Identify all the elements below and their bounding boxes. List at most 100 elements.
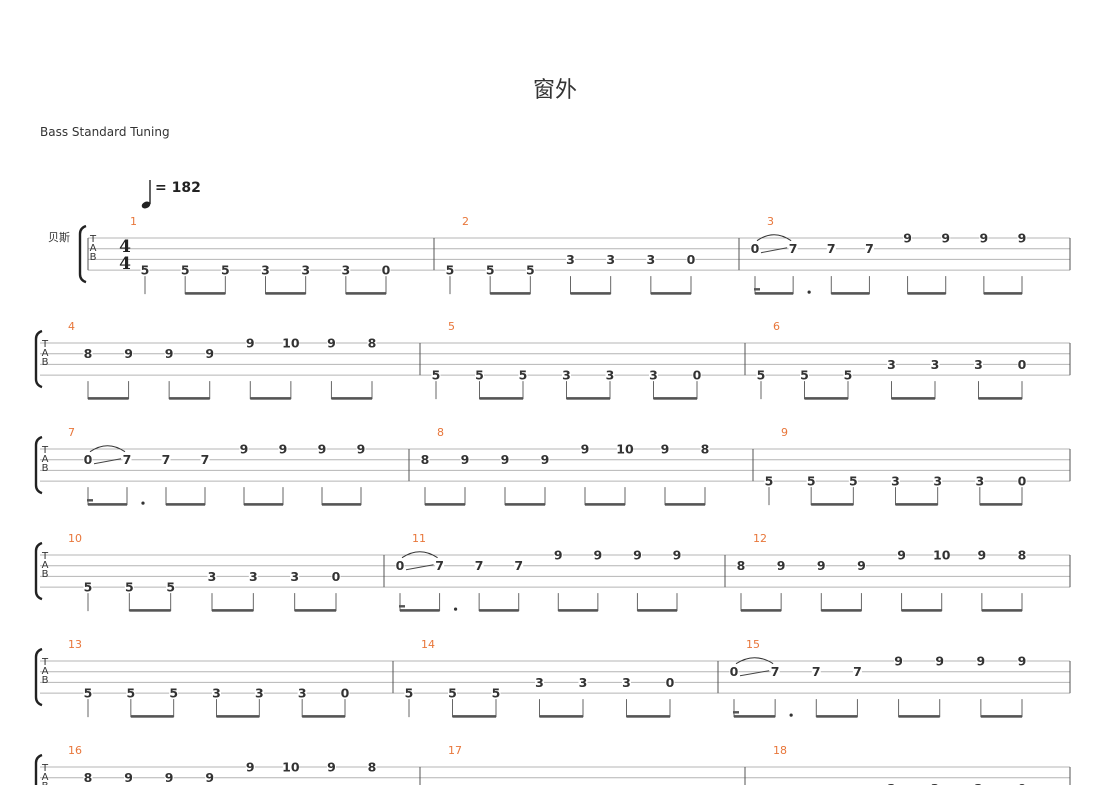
fret-knockout: [593, 549, 603, 561]
note-beam: [505, 503, 545, 506]
fret-number: 8: [84, 770, 93, 785]
fret-number: 9: [501, 452, 510, 467]
fret-number: 10: [933, 548, 951, 563]
fret-number: 3: [931, 781, 940, 785]
fret-number: 9: [246, 336, 255, 351]
fret-knockout: [124, 771, 134, 784]
fret-number: 5: [486, 263, 495, 278]
fret-number: 3: [255, 686, 264, 701]
note-beam: [650, 292, 691, 295]
dot-mark: [141, 501, 145, 505]
note-beam: [558, 609, 598, 612]
fret-knockout: [169, 687, 179, 700]
fret-knockout: [326, 337, 336, 349]
fret-knockout: [1017, 782, 1027, 785]
fret-knockout: [367, 761, 377, 773]
fret-knockout: [166, 581, 176, 594]
fret-number: 3: [562, 368, 571, 383]
fret-knockout: [788, 242, 798, 255]
fret-knockout: [205, 771, 215, 784]
fret-number: 7: [201, 452, 210, 467]
measure-number: 11: [412, 532, 426, 545]
fret-number: 9: [124, 346, 133, 361]
fret-number: 9: [857, 558, 866, 573]
fret-number: 9: [205, 770, 214, 785]
fret-knockout: [848, 475, 858, 488]
fret-knockout: [301, 264, 311, 277]
fret-knockout: [445, 264, 455, 277]
fret-number: 7: [827, 241, 836, 256]
fret-knockout: [974, 782, 983, 785]
fret-knockout: [124, 581, 134, 594]
note-beam: [901, 609, 942, 612]
fret-knockout: [1017, 549, 1027, 561]
fret-number: 3: [579, 675, 588, 690]
fret-number: 7: [789, 241, 798, 256]
fret-knockout: [729, 665, 739, 678]
fret-number: 9: [661, 442, 670, 457]
fret-number: 8: [421, 452, 430, 467]
fret-knockout: [660, 443, 670, 455]
fret-knockout: [756, 369, 766, 382]
note-beam: [898, 715, 940, 718]
measure-number: 16: [68, 744, 82, 757]
fret-number: 5: [800, 368, 809, 383]
fret-number: 0: [341, 686, 350, 701]
fret-number: 0: [332, 569, 341, 584]
slur-arc: [401, 551, 438, 559]
fret-number: 9: [594, 548, 603, 563]
note-beam: [665, 503, 705, 506]
system-bracket: [34, 647, 43, 707]
fret-knockout: [261, 264, 270, 277]
fret-knockout: [806, 475, 816, 488]
system-bracket: [34, 753, 43, 785]
fret-knockout: [776, 559, 786, 572]
dot-mark: [453, 607, 458, 611]
fret-knockout: [843, 369, 853, 382]
fret-knockout: [448, 687, 457, 700]
song-title: 窗外: [532, 78, 577, 103]
note-beam: [250, 397, 291, 400]
fret-knockout: [700, 443, 710, 455]
tab-clef-letter: T: [41, 339, 49, 350]
dot-mark: [789, 713, 793, 717]
fret-number: 7: [123, 452, 132, 467]
fret-number: 5: [125, 580, 134, 595]
fret-number: 5: [141, 263, 150, 278]
measure-number: 8: [437, 426, 444, 439]
note-beam: [130, 715, 174, 718]
fret-knockout: [278, 443, 288, 455]
fret-number: 9: [673, 548, 682, 563]
fret-number: 5: [849, 474, 858, 489]
fret-number: 9: [817, 558, 826, 573]
system-bracket: [34, 435, 43, 495]
fret-knockout: [245, 337, 255, 349]
tab-clef-letter: A: [90, 243, 97, 254]
fret-number: 0: [751, 241, 760, 256]
fret-knockout: [239, 443, 249, 455]
fret-knockout: [164, 347, 174, 360]
fret-knockout: [686, 253, 696, 266]
partial-beam: [399, 605, 405, 608]
fret-number: 8: [368, 336, 377, 351]
fret-number: 9: [541, 452, 550, 467]
measure-number: 2: [462, 215, 469, 228]
note-beam: [585, 503, 625, 506]
fret-knockout: [816, 559, 826, 572]
fret-number: 8: [737, 558, 746, 573]
fret-number: 8: [701, 442, 710, 457]
tab-clef-letter: T: [41, 445, 49, 456]
fret-number: 9: [903, 231, 912, 246]
fret-knockout: [220, 264, 230, 277]
measure-number: 1: [130, 215, 137, 228]
note-beam: [302, 715, 345, 718]
note-beam: [212, 609, 254, 612]
fret-number: 5: [844, 368, 853, 383]
fret-number: 3: [606, 252, 615, 267]
tuning-label: Bass Standard Tuning: [40, 125, 170, 139]
fret-number: 9: [633, 548, 642, 563]
fret-knockout: [254, 687, 264, 700]
fret-knockout: [126, 687, 136, 700]
tab-clef-letter: B: [42, 781, 49, 785]
fret-knockout: [404, 687, 414, 700]
